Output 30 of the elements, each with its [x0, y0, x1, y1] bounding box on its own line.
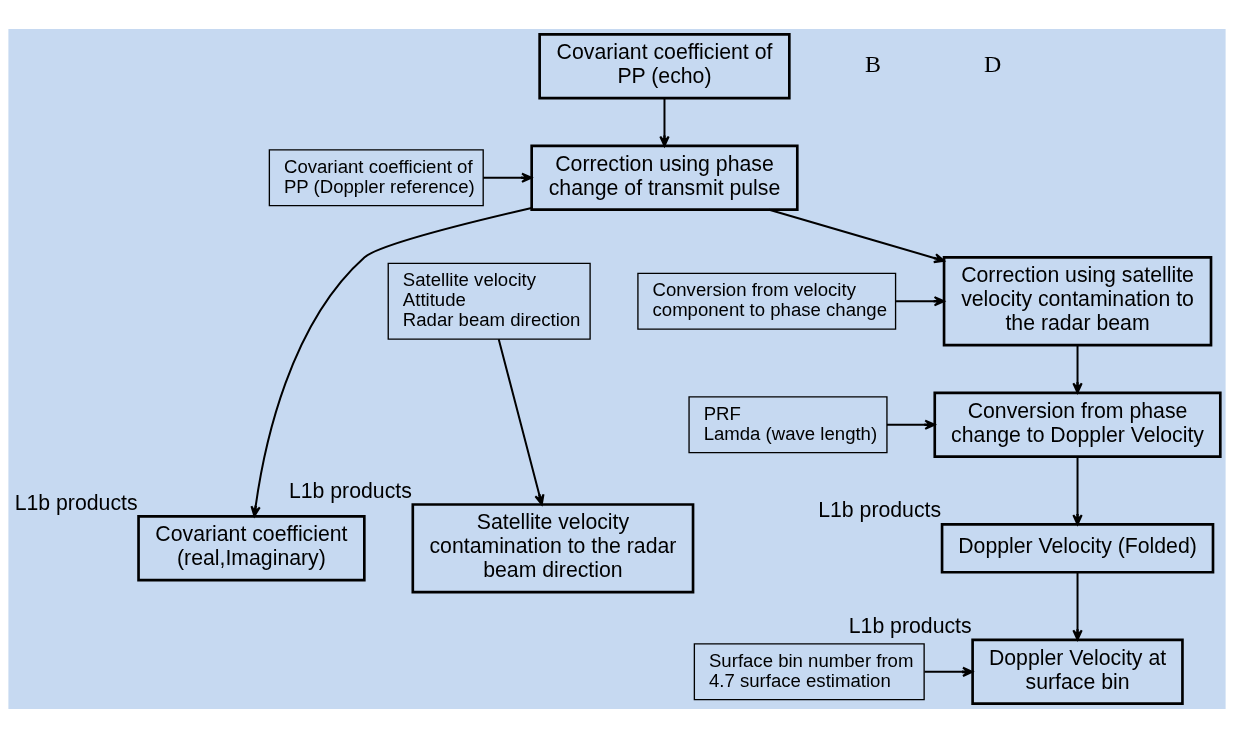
- node-label: L1b products: [818, 498, 942, 523]
- label: B: [865, 51, 881, 78]
- arrow: [1072, 571, 1083, 641]
- node-box: Covariant coefficient of PP (echo): [538, 33, 791, 100]
- node-label: L1b products: [288, 478, 412, 503]
- arrow: [482, 172, 533, 183]
- node-box: Satellite velocity contamination to the radar beam direction: [411, 503, 695, 594]
- node-box: Correction using phase change of transmit pulse: [530, 144, 799, 211]
- node-label: L1b products: [848, 614, 972, 639]
- arrow: [250, 206, 533, 518]
- node-label: L1b products: [14, 490, 138, 515]
- arrow: [1072, 344, 1083, 394]
- node-box: Conversion from velocity component to phase change: [637, 272, 897, 330]
- node-box: Satellite velocity Attitude Radar beam direction: [387, 262, 591, 340]
- node-box: Doppler Velocity (Folded): [940, 523, 1215, 574]
- arrow: [885, 419, 936, 430]
- node-box: Doppler Velocity at surface bin: [971, 638, 1184, 706]
- node-box: Conversion from phase change to Doppler Velocity: [933, 391, 1222, 458]
- node-box: Covariant coefficient of PP (Doppler reference): [268, 149, 484, 207]
- arrow: [659, 97, 670, 147]
- arrow: [497, 338, 545, 506]
- node-box: Correction using satellite velocity contamination to the radar beam: [942, 256, 1213, 347]
- label: D: [983, 51, 1002, 78]
- node-box: Surface bin number from 4.7 surface estimation: [693, 643, 925, 701]
- arrow: [895, 296, 945, 307]
- arrow: [1072, 456, 1083, 526]
- node-box: PRF Lamda (wave length): [688, 396, 888, 454]
- node-box: Covariant coefficient (real,Imaginary): [137, 515, 366, 582]
- arrow: [768, 208, 945, 264]
- arrow: [923, 666, 974, 677]
